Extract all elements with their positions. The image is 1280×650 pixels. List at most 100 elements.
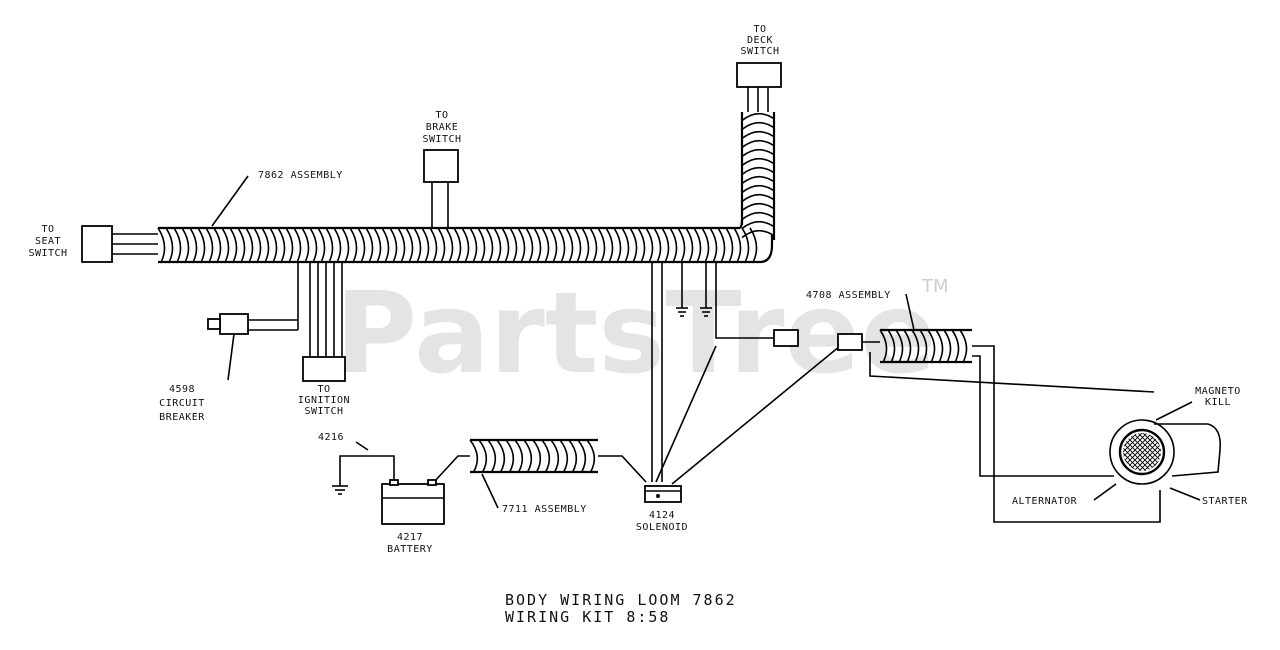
coil-winding — [741, 227, 750, 263]
coil-winding — [253, 227, 262, 263]
coil-winding — [429, 227, 438, 263]
coil-winding — [493, 227, 502, 263]
circuit-breaker — [219, 313, 249, 335]
coil-winding — [397, 227, 406, 263]
coil-winding — [237, 227, 246, 263]
svg-text:MAGNETO: MAGNETO — [1195, 386, 1241, 397]
coil-winding — [165, 227, 174, 263]
leader-4708 — [905, 293, 915, 331]
coil-winding — [533, 227, 542, 263]
svg-text:TO: TO — [41, 224, 54, 235]
coil-winding — [197, 227, 206, 263]
coil-winding — [469, 439, 479, 473]
coil-winding — [469, 227, 478, 263]
coil-winding — [879, 329, 888, 363]
coil-winding — [333, 227, 342, 263]
flywheel-screen — [1123, 433, 1161, 471]
svg-text:CIRCUIT: CIRCUIT — [159, 398, 205, 409]
coil-winding — [213, 227, 222, 263]
coil-winding — [903, 329, 912, 363]
coil-winding — [501, 227, 510, 263]
coil-winding — [413, 227, 422, 263]
coil-winding — [959, 329, 968, 363]
svg-text:BRAKE: BRAKE — [426, 122, 459, 133]
svg-text:IGNITION: IGNITION — [298, 395, 350, 406]
coil-winding — [581, 227, 590, 263]
watermark-tm: TM — [921, 276, 949, 297]
coil-winding — [717, 227, 726, 263]
label-ignition-switch: TO IGNITION SWITCH — [298, 384, 350, 417]
deck-switch-connector — [736, 62, 782, 88]
coil-winding — [541, 227, 550, 263]
coil-winding — [661, 227, 670, 263]
coil-winding — [741, 184, 775, 194]
coil-winding — [523, 439, 533, 473]
coil-winding — [365, 227, 374, 263]
coil-winding — [373, 227, 382, 263]
svg-text:BREAKER: BREAKER — [159, 412, 205, 423]
coil-winding — [559, 439, 569, 473]
svg-text:BATTERY: BATTERY — [387, 544, 433, 555]
battery-body — [381, 483, 445, 525]
coil-winding — [685, 227, 694, 263]
coil-winding — [509, 227, 518, 263]
coil-winding — [613, 227, 622, 263]
coil-winding — [741, 202, 775, 212]
coil-winding — [709, 227, 718, 263]
brake-switch-connector — [423, 149, 459, 183]
coil-winding — [525, 227, 534, 263]
coil-winding — [445, 227, 454, 263]
leader-4598 — [227, 333, 235, 381]
coil-winding — [911, 329, 920, 363]
coil-winding — [325, 227, 334, 263]
coil-winding — [586, 439, 596, 473]
coil-winding — [487, 439, 497, 473]
svg-text:SWITCH: SWITCH — [422, 134, 461, 145]
coil-winding — [597, 227, 606, 263]
solenoid-4124 — [644, 485, 682, 503]
coil-winding — [573, 227, 582, 263]
coil-winding — [421, 227, 430, 263]
label-starter: STARTER — [1202, 496, 1248, 507]
main-loom-7862 — [81, 62, 782, 264]
coil-winding — [741, 157, 775, 167]
svg-text:SOLENOID: SOLENOID — [636, 522, 688, 533]
coil-winding — [895, 329, 904, 363]
coil-winding — [677, 227, 686, 263]
coil-winding — [405, 227, 414, 263]
label-4216: 4216 — [318, 432, 344, 443]
battery-terminal-pos — [427, 479, 437, 486]
coil-winding — [637, 227, 646, 263]
label-battery: 4217 BATTERY — [387, 532, 433, 555]
seat-switch-connector — [81, 225, 113, 263]
coil-winding — [181, 227, 190, 263]
coil-winding — [605, 227, 614, 263]
coil-winding — [951, 329, 960, 363]
coil-winding — [741, 193, 775, 203]
coil-winding — [741, 166, 775, 176]
coil-winding — [919, 329, 928, 363]
coil-winding — [741, 148, 775, 158]
coil-winding — [389, 227, 398, 263]
leader-7862 — [211, 175, 249, 227]
coil-winding — [741, 229, 775, 239]
coil-winding — [629, 227, 638, 263]
ground-symbol — [700, 307, 712, 317]
coil-winding — [485, 227, 494, 263]
coil-winding — [173, 227, 182, 263]
svg-text:4124: 4124 — [649, 510, 675, 521]
label-7711-assembly: 7711 ASSEMBLY — [502, 504, 587, 515]
coil-winding — [317, 227, 326, 263]
harness-connector — [773, 329, 799, 347]
watermark: PartsTree — [335, 269, 936, 399]
coil-winding — [261, 227, 270, 263]
coil-winding — [549, 227, 558, 263]
coil-winding — [943, 329, 952, 363]
ground-symbol — [332, 485, 348, 495]
coil-winding — [577, 439, 587, 473]
coil-winding — [532, 439, 542, 473]
coil-winding — [741, 211, 775, 221]
label-magneto-kill: MAGNETO KILL — [1195, 386, 1241, 408]
coil-winding — [645, 227, 654, 263]
coil-winding — [565, 227, 574, 263]
